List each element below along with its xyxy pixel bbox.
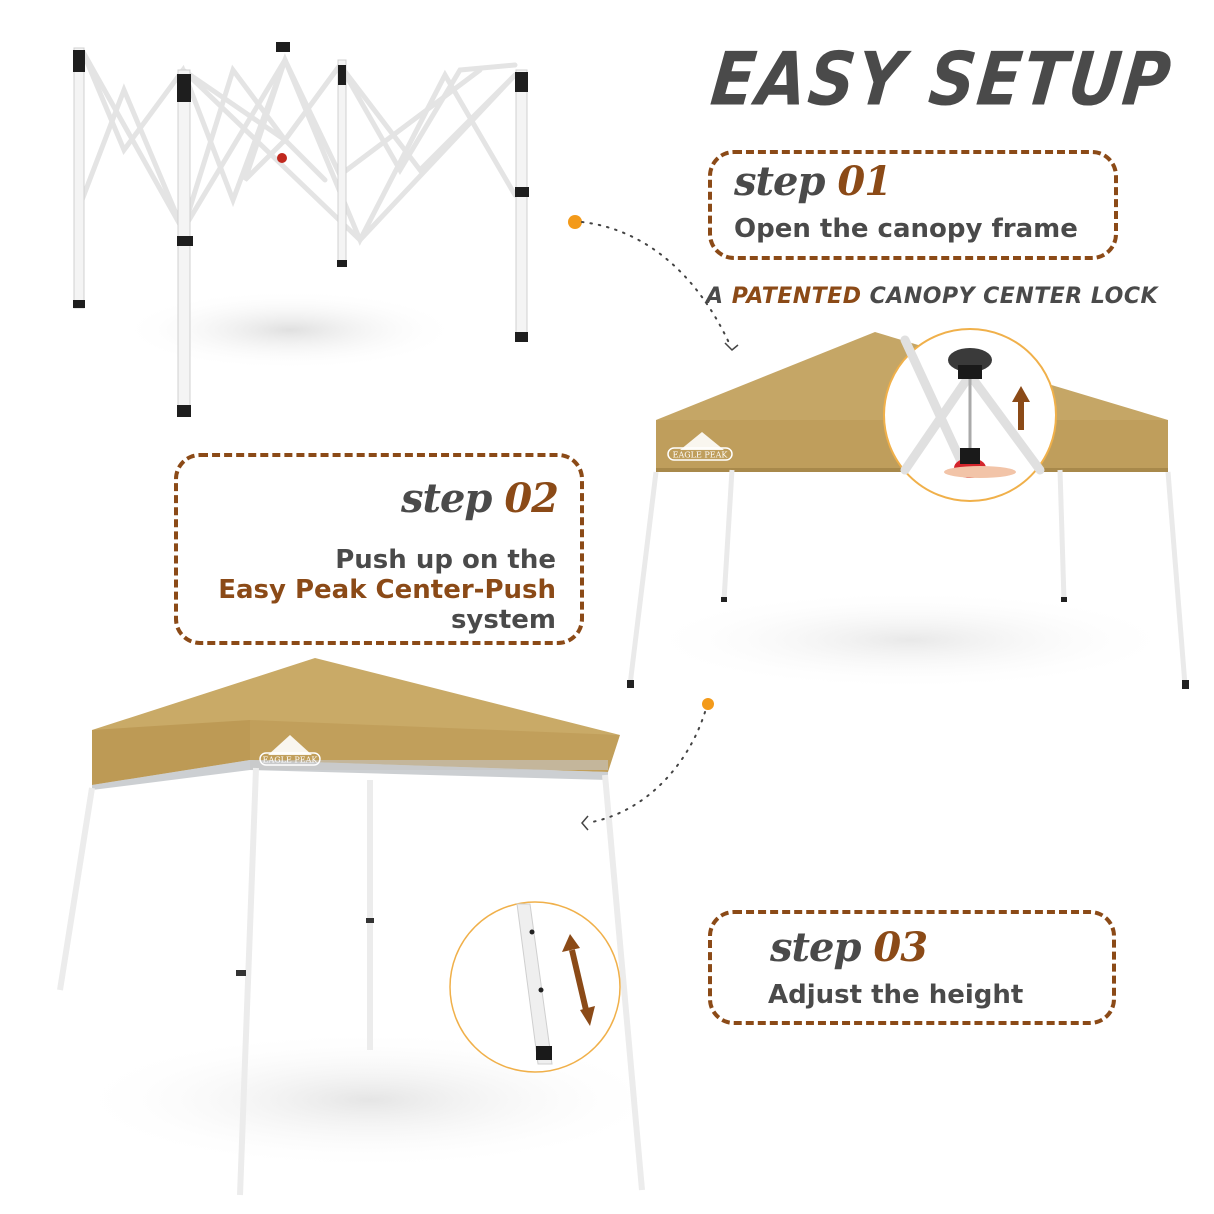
step-01-heading: step 01 [734, 158, 892, 205]
step-word: step [734, 158, 825, 205]
step-02-line1: Push up on the [335, 545, 556, 575]
step-number: 02 [504, 475, 559, 522]
step-02-card: step 02 Push up on the Easy Peak Center-… [174, 453, 584, 645]
arrow-up-icon [1012, 386, 1030, 430]
step-03-heading: step 03 [770, 924, 928, 971]
tagline-prefix: A [706, 284, 724, 309]
step-02-line3: system [450, 605, 556, 635]
canopy-step3-illustration: EAGLE PEAK [57, 658, 670, 1196]
tagline-highlight: PATENTED [731, 284, 862, 309]
step-03-card: step 03 Adjust the height [708, 910, 1116, 1025]
logo-text: EAGLE PEAK [673, 451, 729, 460]
connector-step3 [581, 698, 714, 831]
connector-step1 [568, 215, 739, 352]
eagle-peak-logo: EAGLE PEAK [259, 735, 321, 766]
step-02-heading: step 02 [400, 475, 559, 522]
step-word: step [400, 475, 492, 522]
step-number: 01 [837, 158, 892, 205]
step-02-highlight: Easy Peak Center-Push [218, 575, 556, 605]
canopy-step2-illustration: EAGLE PEAK [627, 328, 1189, 690]
step-number: 03 [873, 924, 928, 971]
step-01-text: Open the canopy frame [734, 214, 1078, 244]
step-word: step [770, 924, 861, 971]
step-01-card: step 01 Open the canopy frame [708, 150, 1118, 260]
patent-tagline: A PATENTED CANOPY CENTER LOCK [706, 284, 1158, 309]
step-03-text: Adjust the height [768, 980, 1024, 1010]
page-title: EASY SETUP [707, 38, 1177, 124]
tagline-suffix: CANOPY CENTER LOCK [869, 284, 1159, 309]
arrow-updown-icon [562, 934, 595, 1026]
open-frame-illustration [73, 42, 529, 417]
eagle-peak-logo: EAGLE PEAK [667, 432, 733, 461]
logo-text: EAGLE PEAK [263, 756, 319, 765]
